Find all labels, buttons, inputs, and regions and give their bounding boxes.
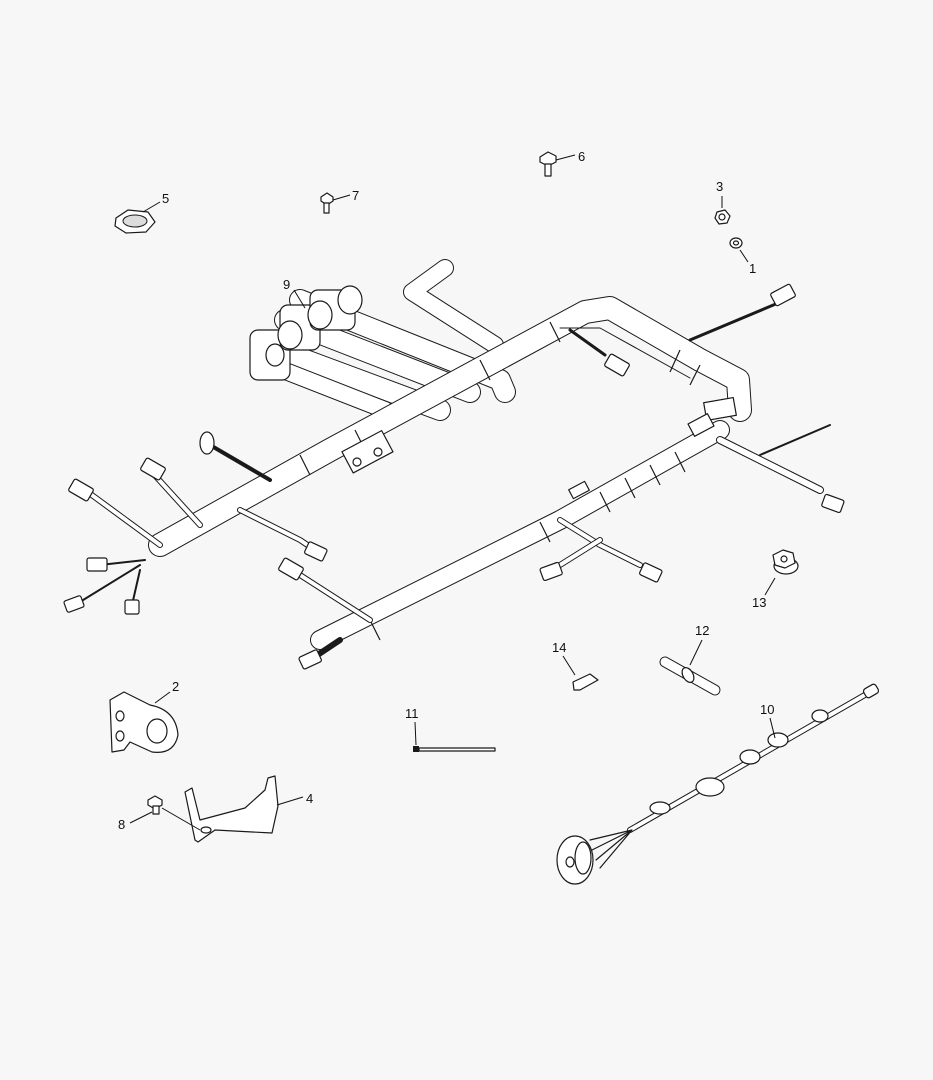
callout-1: 1 bbox=[749, 261, 756, 276]
part-10-sub-harness: 10 bbox=[556, 683, 880, 885]
harness-tube-stack bbox=[249, 259, 516, 421]
main-wiring-harness: 9 bbox=[63, 259, 845, 670]
callout-7: 7 bbox=[352, 188, 359, 203]
callout-10: 10 bbox=[760, 702, 774, 717]
part-14-clip: 14 bbox=[552, 640, 599, 691]
callout-2: 2 bbox=[172, 679, 179, 694]
part-6-bolt: 6 bbox=[539, 149, 585, 177]
part-7-bolt: 7 bbox=[320, 188, 359, 214]
part-3-nut: 3 bbox=[714, 179, 731, 225]
callout-12: 12 bbox=[695, 623, 709, 638]
part-5-hex-nut: 5 bbox=[114, 191, 169, 234]
callout-4: 4 bbox=[306, 791, 313, 806]
harness-main-trunk bbox=[148, 296, 752, 557]
part-8-bolt: 8 bbox=[118, 795, 201, 832]
harness-branches bbox=[63, 283, 845, 670]
callout-8: 8 bbox=[118, 817, 125, 832]
part-12-stud: 12 bbox=[659, 623, 721, 696]
part-11-cable-tie: 11 bbox=[405, 706, 496, 752]
callout-13: 13 bbox=[752, 595, 766, 610]
callout-9: 9 bbox=[283, 277, 290, 292]
callout-11: 11 bbox=[405, 706, 419, 721]
callout-5: 5 bbox=[162, 191, 169, 206]
part-1-washer: 1 bbox=[729, 237, 756, 276]
part-2-bracket: 2 bbox=[109, 679, 179, 753]
part-13-flange-nut: 13 bbox=[752, 549, 799, 610]
callout-3: 3 bbox=[716, 179, 723, 194]
part-4-bracket: 4 bbox=[184, 775, 313, 843]
callout-6: 6 bbox=[578, 149, 585, 164]
callout-14: 14 bbox=[552, 640, 566, 655]
